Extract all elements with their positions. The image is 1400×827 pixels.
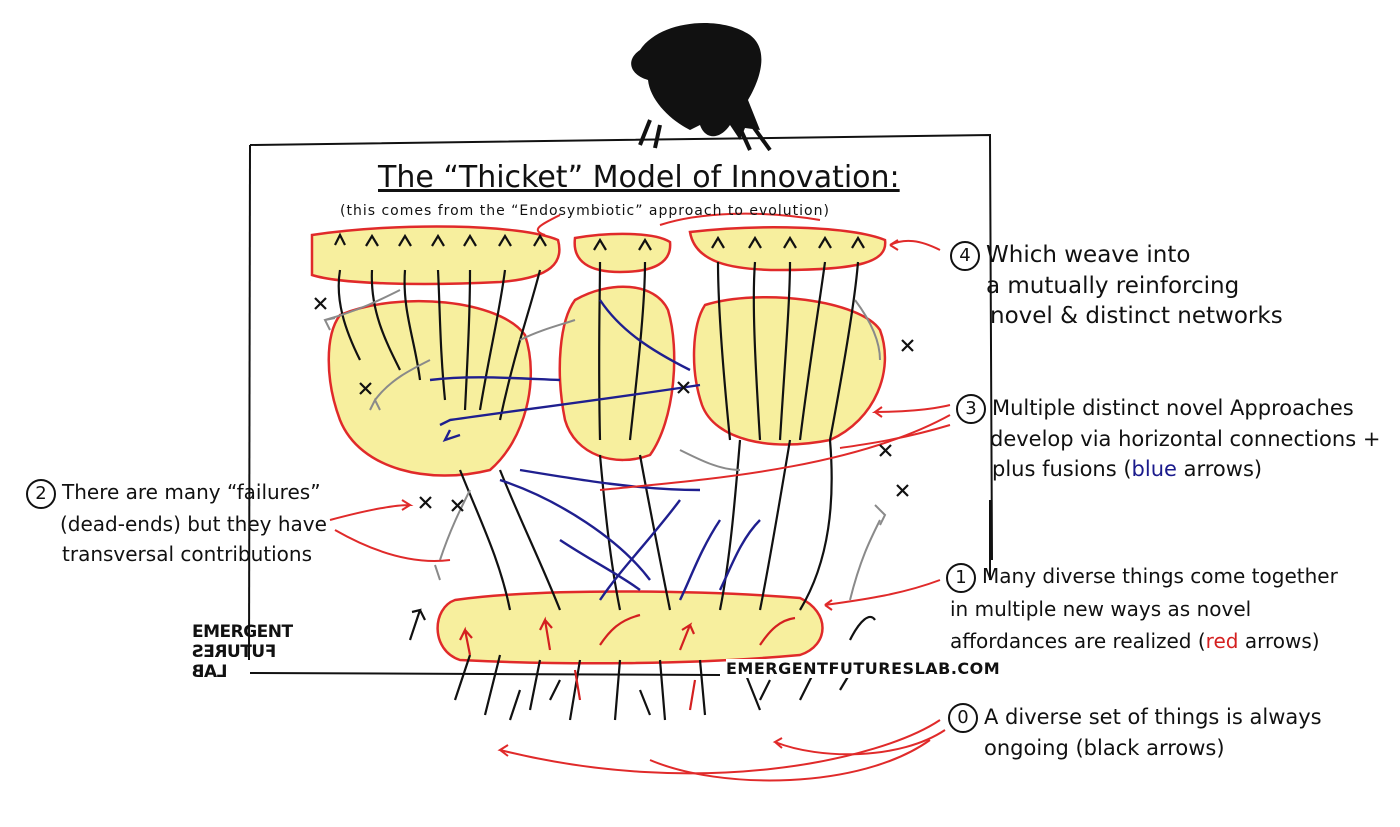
top-zone-middle	[573, 232, 672, 274]
note-number: 1	[946, 562, 976, 593]
note-line: Which weave into	[986, 242, 1191, 268]
mid-zone-left	[327, 299, 532, 477]
top-zone-right	[688, 226, 887, 272]
mid-zone-right	[692, 296, 887, 446]
blue-arrows	[429, 299, 761, 601]
note-line: Multiple distinct novel Approaches	[992, 396, 1354, 420]
base-zone	[436, 590, 824, 665]
note-line: a mutually reinforcing	[986, 272, 1240, 299]
crow-icon	[631, 22, 772, 152]
logo-line: EMERGENT	[192, 622, 293, 642]
diagram-title: The “Thicket” Model of Innovation:	[378, 160, 900, 195]
website-url: EMERGENTFUTURESLAB.COM	[726, 659, 1001, 678]
note-line: transversal contributions	[62, 541, 312, 566]
mid-zone-center	[558, 285, 676, 462]
black-strands	[334, 232, 876, 721]
red-word: red	[1205, 628, 1239, 653]
note-line: A diverse set of things is always	[984, 705, 1322, 729]
diagram-subtitle: (this comes from the “Endosymbiotic” app…	[340, 203, 830, 219]
note-line: ongoing (black arrows)	[984, 736, 1225, 760]
note-line: Many diverse things come together	[982, 564, 1338, 588]
note-line: (dead-ends) but they have	[60, 511, 327, 536]
pointer-lines	[329, 212, 951, 782]
red-arrows	[459, 613, 796, 711]
note-number: 4	[950, 240, 980, 271]
note-line: There are many “failures”	[62, 480, 321, 504]
emergent-futures-lab-logo: EMERGENT FUTURES LAB	[192, 622, 293, 682]
note-line: develop via horizontal connections +	[990, 427, 1381, 451]
gray-arrows	[323, 289, 887, 601]
x-mark-icon	[314, 297, 914, 512]
note-line: in multiple new ways as novel	[950, 596, 1252, 621]
note-line: arrows)	[1176, 457, 1263, 481]
note-number: 2	[26, 478, 56, 509]
note-line: arrows)	[1238, 628, 1320, 653]
logo-line: LAB	[192, 662, 228, 682]
logo-line: FUTURES	[192, 642, 277, 662]
note-number: 0	[948, 703, 978, 733]
frame	[248, 133, 993, 676]
note-number: 3	[956, 394, 986, 424]
note-line: novel & distinct networks	[990, 302, 1283, 329]
blue-word: blue	[1131, 457, 1177, 481]
top-zone-left	[310, 225, 561, 286]
note-line: affordances are realized (	[950, 628, 1206, 653]
note-line: plus fusions (	[992, 457, 1132, 481]
